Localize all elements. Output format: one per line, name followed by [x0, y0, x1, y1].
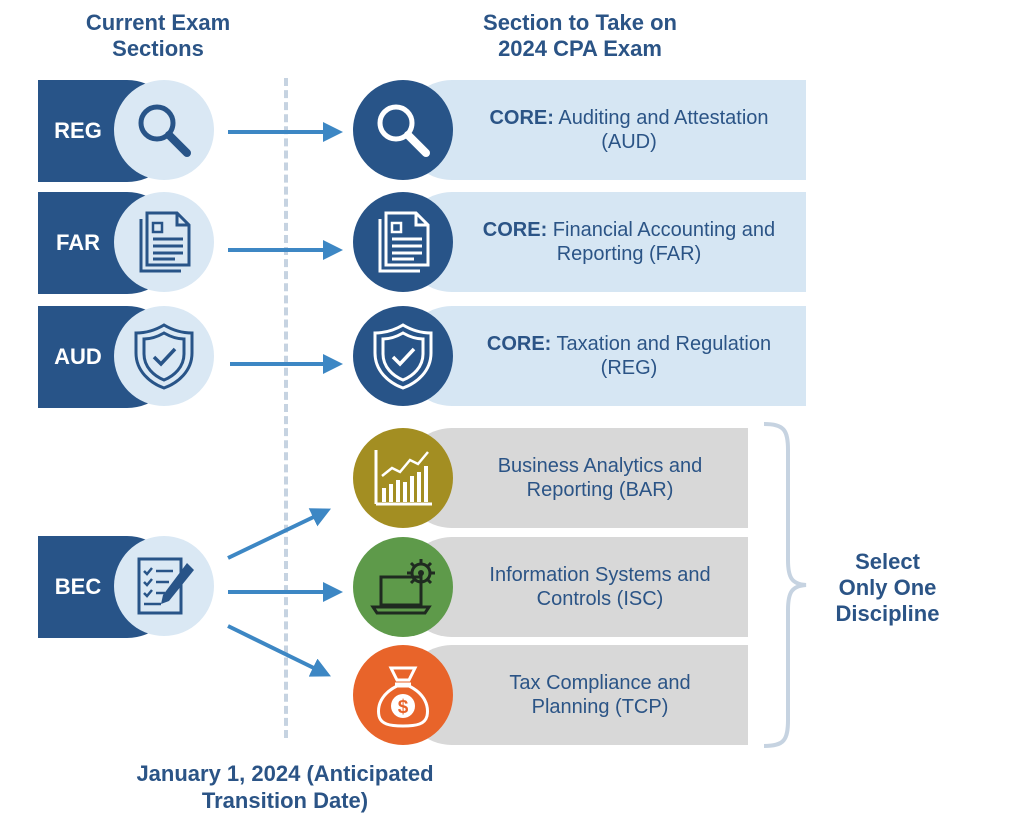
- section-code: FAR: [56, 230, 100, 255]
- core-icon-circle: [353, 80, 453, 180]
- section-icon-circle: [114, 536, 214, 636]
- header-line: Sections: [112, 36, 204, 61]
- document-icon: [378, 211, 430, 273]
- discipline-label: Information Systems and Controls (ISC): [489, 564, 711, 610]
- section-icon-circle: [114, 306, 214, 406]
- document-icon: [139, 211, 191, 273]
- magnifier-icon: [377, 104, 430, 157]
- transition-divider: [284, 78, 288, 738]
- discipline-label: Tax Compliance and Planning (TCP): [509, 672, 691, 718]
- header-line: Current Exam: [85, 10, 231, 35]
- transition-date-label: January 1, 2024 (Anticipated Transition …: [136, 761, 434, 813]
- money-bag-icon: $: [377, 666, 429, 728]
- new-sections-header: Section to Take on 2024 CPA Exam: [410, 10, 750, 62]
- discipline-bar: Tax Compliance and Planning (TCP): [402, 645, 748, 745]
- core-section-aud: CORE: Auditing and Attestation (AUD): [402, 80, 806, 180]
- section-icon-circle: [114, 192, 214, 292]
- discipline-bar: Business Analytics and Reporting (BAR): [402, 428, 748, 528]
- discipline-icon-circle: $: [353, 645, 453, 745]
- bar-chart-icon: [374, 450, 432, 506]
- section-icon-circle: [114, 80, 214, 180]
- discipline-icon-circle: [353, 537, 453, 637]
- core-section-reg: CORE: Taxation and Regulation (REG): [402, 306, 806, 406]
- discipline-brace: [763, 422, 807, 748]
- header-line: 2024 CPA Exam: [498, 36, 662, 61]
- shield-check-icon: [134, 323, 194, 390]
- section-code: REG: [54, 118, 102, 143]
- current-section-bec: BEC: [38, 536, 214, 638]
- svg-text:$: $: [398, 697, 409, 718]
- core-icon-circle: [353, 306, 453, 406]
- core-section-label: CORE: Financial Accounting and Reporting…: [482, 219, 776, 265]
- core-section-far: CORE: Financial Accounting and Reporting…: [402, 192, 806, 292]
- core-icon-circle: [353, 192, 453, 292]
- section-code: BEC: [54, 574, 102, 599]
- discipline-icon-circle: [353, 428, 453, 528]
- arrow-bec-to-tcp: [227, 624, 331, 677]
- magnifier-icon: [138, 104, 191, 157]
- core-section-label: CORE: Auditing and Attestation (AUD): [489, 107, 769, 153]
- core-section-label: CORE: Taxation and Regulation (REG): [486, 333, 772, 379]
- discipline-label: Business Analytics and Reporting (BAR): [497, 455, 703, 501]
- header-line: Section to Take on: [483, 10, 677, 35]
- select-one-label: Select Only One Discipline: [835, 549, 940, 626]
- laptop-gear-icon: [370, 559, 435, 615]
- current-section-reg: REG: [38, 80, 214, 182]
- checklist-pen-icon: [137, 557, 194, 615]
- discipline-bar: Information Systems and Controls (ISC): [402, 537, 748, 637]
- current-sections-header: Current Exam Sections: [58, 10, 258, 62]
- current-section-far: FAR: [38, 192, 214, 294]
- arrow-bec-to-bar: [227, 508, 332, 560]
- shield-check-icon: [373, 323, 433, 390]
- current-section-aud: AUD: [38, 306, 214, 408]
- section-code: AUD: [54, 344, 102, 369]
